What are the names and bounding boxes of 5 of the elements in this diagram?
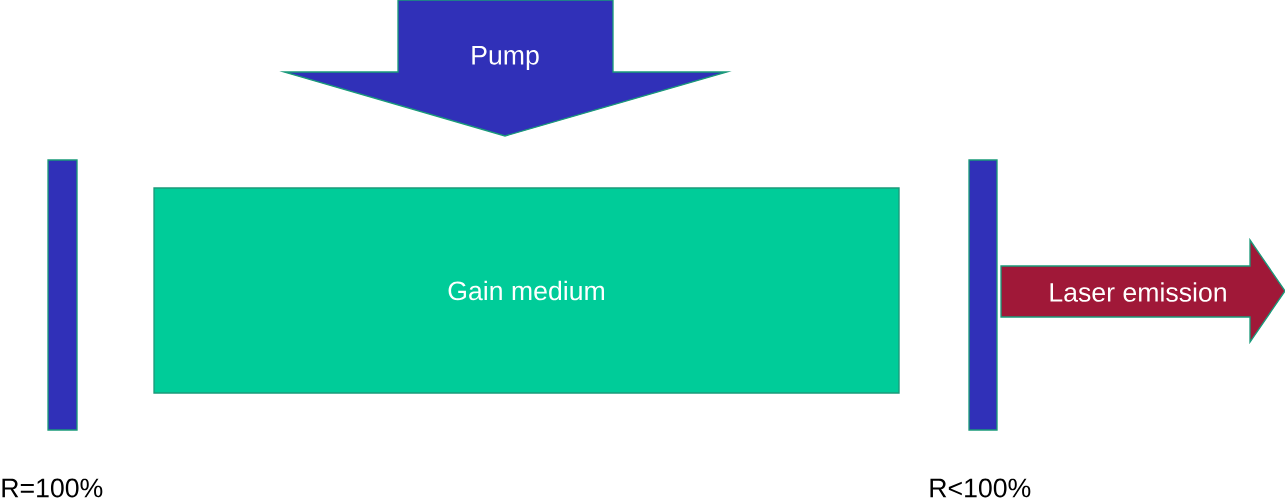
mirror <box>47 159 78 431</box>
gain-medium-box: Gain medium <box>153 187 900 394</box>
reflectivity-label: R<100% <box>930 478 1031 498</box>
mirror <box>968 159 998 431</box>
reflectivity-label: R=100% <box>2 478 103 498</box>
